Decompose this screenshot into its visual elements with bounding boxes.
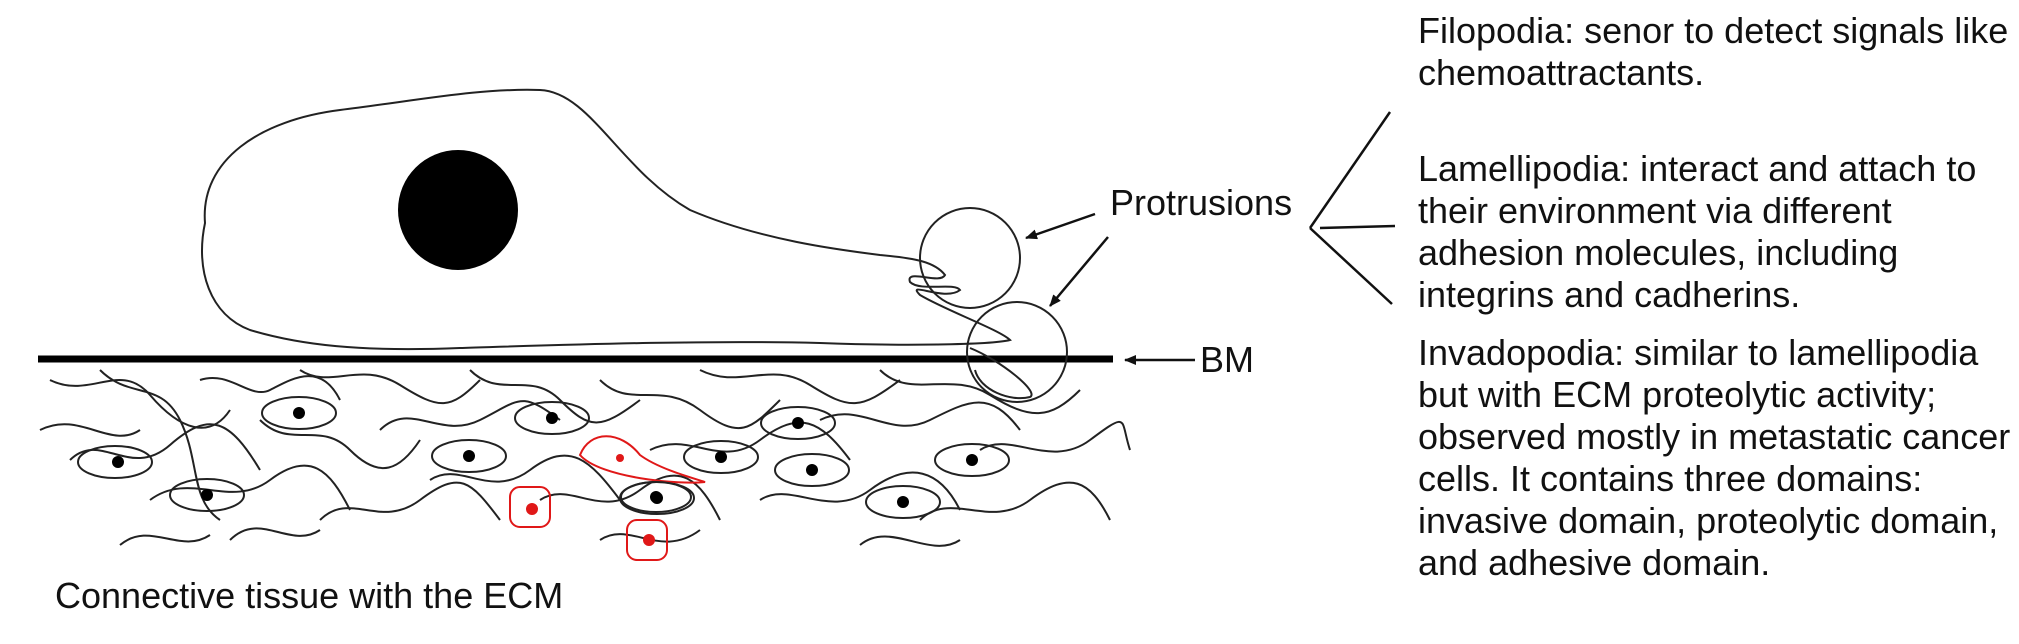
red-cell [626, 519, 668, 561]
protrusions-label: Protrusions [1110, 182, 1292, 223]
invadopodia-description: Invadopodia: similar to lamellipodia but… [1418, 332, 2011, 583]
protrusions-bracket [1308, 111, 1396, 305]
protrusions-arrow-lower [1049, 236, 1109, 307]
ecm-cell [760, 406, 836, 440]
ecm-cell [934, 443, 1010, 477]
protrusion-tail [969, 347, 1033, 400]
highlighted-cells [509, 435, 706, 561]
filopodia-description: Filopodia: senor to detect signals like … [1418, 10, 2009, 93]
ecm-fibers [39, 369, 1131, 547]
ecm-cell [683, 440, 759, 474]
protrusion-circle-lower [966, 301, 1068, 403]
protrusion-circle-upper [919, 207, 1021, 309]
ecm-cells [77, 396, 1010, 519]
ecm-cell-near-red [620, 481, 692, 513]
ecm-cell [169, 478, 245, 512]
lamellipodia-description: Lamellipodia: interact and attach to the… [1418, 148, 1977, 315]
nucleus [398, 150, 518, 270]
ecm-cell [774, 453, 850, 487]
ecm-cell [77, 445, 153, 479]
cell-body [201, 88, 1012, 351]
ecm-cell [865, 485, 941, 519]
ecm-cell [431, 439, 507, 473]
migrating-cell [578, 435, 706, 484]
red-cell [509, 486, 551, 528]
ecm-cell [514, 401, 590, 435]
connective-tissue-label: Connective tissue with the ECM [55, 575, 563, 616]
bm-label: BM [1200, 339, 1254, 380]
ecm-cell [261, 396, 337, 430]
protrusions-arrow-upper [1025, 212, 1096, 240]
